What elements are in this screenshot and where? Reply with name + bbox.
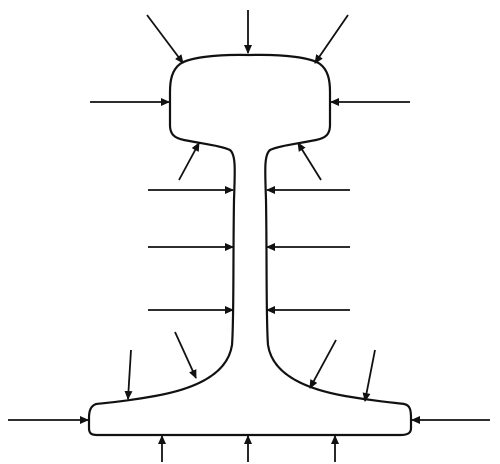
rail-profile-outline [87, 53, 413, 437]
arrow-fillet-left [174, 331, 197, 379]
arrow-head-underside-right [297, 142, 322, 181]
arrow-head-top-left [146, 14, 184, 64]
arrow-foot-top-right-outer [362, 349, 376, 402]
arrow-head-underside-left [178, 142, 200, 181]
arrow-fillet-right [309, 339, 337, 389]
arrow-foot-top-left-outer [124, 349, 133, 400]
arrow-head-top-right [314, 14, 349, 64]
